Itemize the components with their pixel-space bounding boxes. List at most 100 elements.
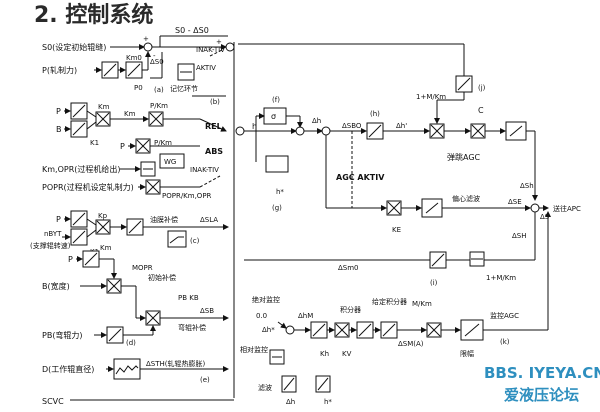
svg-text:初始补偿: 初始补偿 bbox=[148, 273, 176, 282]
svg-text:INAK-TIV: INAK-TIV bbox=[196, 46, 225, 54]
svg-text:-: - bbox=[153, 52, 156, 60]
svg-text:(e): (e) bbox=[200, 376, 210, 384]
svg-text:弹跳AGC: 弹跳AGC bbox=[447, 152, 481, 162]
input-p: P bbox=[56, 107, 61, 116]
svg-text:ΔSTH(轧辊热膨胀): ΔSTH(轧辊热膨胀) bbox=[146, 359, 206, 368]
svg-text:(f): (f) bbox=[272, 96, 280, 104]
svg-text:MOPR: MOPR bbox=[132, 264, 153, 272]
svg-text:(g): (g) bbox=[272, 204, 282, 212]
svg-text:(d): (d) bbox=[126, 339, 136, 347]
svg-text:ΔSLA: ΔSLA bbox=[200, 216, 218, 224]
svg-text:ΔS: ΔS bbox=[540, 213, 550, 221]
svg-text:(j): (j) bbox=[478, 84, 486, 92]
svg-text:POPR/Km,OPR: POPR/Km,OPR bbox=[162, 192, 212, 200]
page-title: 2. 控制系统 bbox=[34, 2, 153, 28]
svg-text:h: h bbox=[252, 122, 257, 131]
svg-text:C: C bbox=[478, 106, 484, 115]
svg-text:ΔS0: ΔS0 bbox=[150, 58, 164, 66]
svg-text:Δh*: Δh* bbox=[262, 326, 275, 334]
svg-text:M/Km: M/Km bbox=[412, 300, 432, 308]
svg-text:(i): (i) bbox=[430, 279, 438, 287]
svg-text:ΔSB: ΔSB bbox=[200, 307, 214, 315]
svg-text:KV: KV bbox=[342, 350, 352, 358]
svg-text:给定积分器: 给定积分器 bbox=[372, 297, 407, 306]
svg-text:记忆环节: 记忆环节 bbox=[170, 84, 198, 93]
svg-text:ΔSH: ΔSH bbox=[512, 232, 527, 240]
svg-text:绝对监控: 绝对监控 bbox=[252, 295, 280, 304]
svg-text:h*: h* bbox=[324, 398, 332, 406]
svg-text:Kh: Kh bbox=[320, 350, 329, 358]
svg-text:AGC AKTIV: AGC AKTIV bbox=[336, 173, 385, 182]
svg-text:AKTIV: AKTIV bbox=[196, 64, 216, 72]
svg-text:+: + bbox=[143, 35, 149, 43]
sum-junction-ds bbox=[530, 203, 540, 213]
thermal-model-block bbox=[113, 358, 141, 380]
signal-s0-minus-ds0: S0 - ΔS0 bbox=[175, 26, 209, 35]
svg-text:积分器: 积分器 bbox=[340, 305, 361, 314]
svg-text:Km0: Km0 bbox=[126, 54, 142, 62]
svg-text:ΔSE: ΔSE bbox=[508, 198, 522, 206]
svg-text:P/Km: P/Km bbox=[150, 102, 168, 110]
input-p-opr: POPR(过程机设定轧制力) bbox=[42, 182, 134, 192]
svg-text:KE: KE bbox=[392, 226, 401, 234]
svg-text:ΔSM(A): ΔSM(A) bbox=[398, 340, 424, 348]
sum-junction-a2 bbox=[225, 42, 235, 52]
svg-text:(a): (a) bbox=[154, 86, 164, 94]
svg-text:Δh': Δh' bbox=[396, 122, 407, 130]
svg-text:Δh: Δh bbox=[312, 117, 321, 125]
input-p-d: P bbox=[68, 255, 73, 264]
svg-text:σ: σ bbox=[271, 112, 276, 121]
input-n-byt: nBYT bbox=[44, 230, 62, 238]
svg-text:相对监控: 相对监控 bbox=[240, 345, 268, 354]
svg-text:PB KB: PB KB bbox=[178, 294, 199, 302]
initial-comp-block bbox=[167, 230, 187, 248]
svg-text:Km: Km bbox=[124, 110, 136, 118]
input-p-bend: PB(弯辊力) bbox=[42, 330, 83, 340]
input-p-abs: P bbox=[120, 142, 125, 151]
svg-text:油膜补偿: 油膜补偿 bbox=[150, 215, 178, 224]
sum-junction-dh bbox=[321, 126, 331, 136]
wg-block bbox=[159, 153, 185, 169]
input-b-width: B(宽度) bbox=[42, 281, 70, 291]
svg-text:(b): (b) bbox=[210, 98, 220, 106]
input-b: B bbox=[56, 125, 62, 134]
input-p-c: P bbox=[56, 215, 61, 224]
sum-junction-h bbox=[235, 126, 245, 136]
watermark-name: 爱液压论坛 bbox=[504, 386, 579, 404]
svg-text:+: + bbox=[216, 38, 222, 46]
svg-text:(h): (h) bbox=[370, 110, 380, 118]
svg-text:送往APC: 送往APC bbox=[553, 204, 581, 213]
svg-text:Δh: Δh bbox=[286, 398, 295, 406]
svg-text:P/Km: P/Km bbox=[154, 139, 172, 147]
svg-text:P0: P0 bbox=[134, 84, 143, 92]
input-km-opr: Km,OPR(过程机给出) bbox=[42, 164, 121, 174]
signal-s-cvc: SCVC bbox=[42, 397, 64, 406]
svg-text:(k): (k) bbox=[500, 338, 510, 346]
svg-text:ΔSh: ΔSh bbox=[520, 182, 534, 190]
sum-junction-monitor bbox=[285, 325, 295, 335]
svg-text:(c): (c) bbox=[190, 237, 200, 245]
svg-text:1+M/Km: 1+M/Km bbox=[486, 274, 516, 282]
svg-text:K1: K1 bbox=[90, 139, 99, 147]
svg-text:滤波: 滤波 bbox=[258, 383, 272, 392]
svg-text:ΔSBO: ΔSBO bbox=[342, 122, 362, 130]
watermark-site: BBS. IYEYA.CN bbox=[484, 364, 600, 382]
svg-text:h*: h* bbox=[276, 188, 284, 196]
input-backup-speed: (支撑辊转速) bbox=[30, 241, 71, 250]
sum-junction-a1 bbox=[143, 42, 153, 52]
svg-text:弯辊补偿: 弯辊补偿 bbox=[178, 323, 206, 332]
sum-junction-f bbox=[295, 126, 305, 136]
svg-text:ΔhM: ΔhM bbox=[298, 312, 313, 320]
abs-switch: ABS bbox=[205, 147, 223, 156]
svg-text:1+M/Km: 1+M/Km bbox=[416, 93, 446, 101]
svg-text:偏心滤波: 偏心滤波 bbox=[452, 194, 480, 203]
aktiv-gate bbox=[265, 155, 289, 173]
svg-text:监控AGC: 监控AGC bbox=[490, 311, 519, 320]
svg-text:INAK-TIV: INAK-TIV bbox=[190, 166, 219, 174]
svg-text:Km: Km bbox=[100, 244, 112, 252]
ref-switch: REL bbox=[205, 122, 222, 131]
svg-text:ΔSm0: ΔSm0 bbox=[338, 264, 359, 272]
svg-text:0.0: 0.0 bbox=[256, 312, 267, 320]
svg-text:WG: WG bbox=[164, 158, 176, 166]
